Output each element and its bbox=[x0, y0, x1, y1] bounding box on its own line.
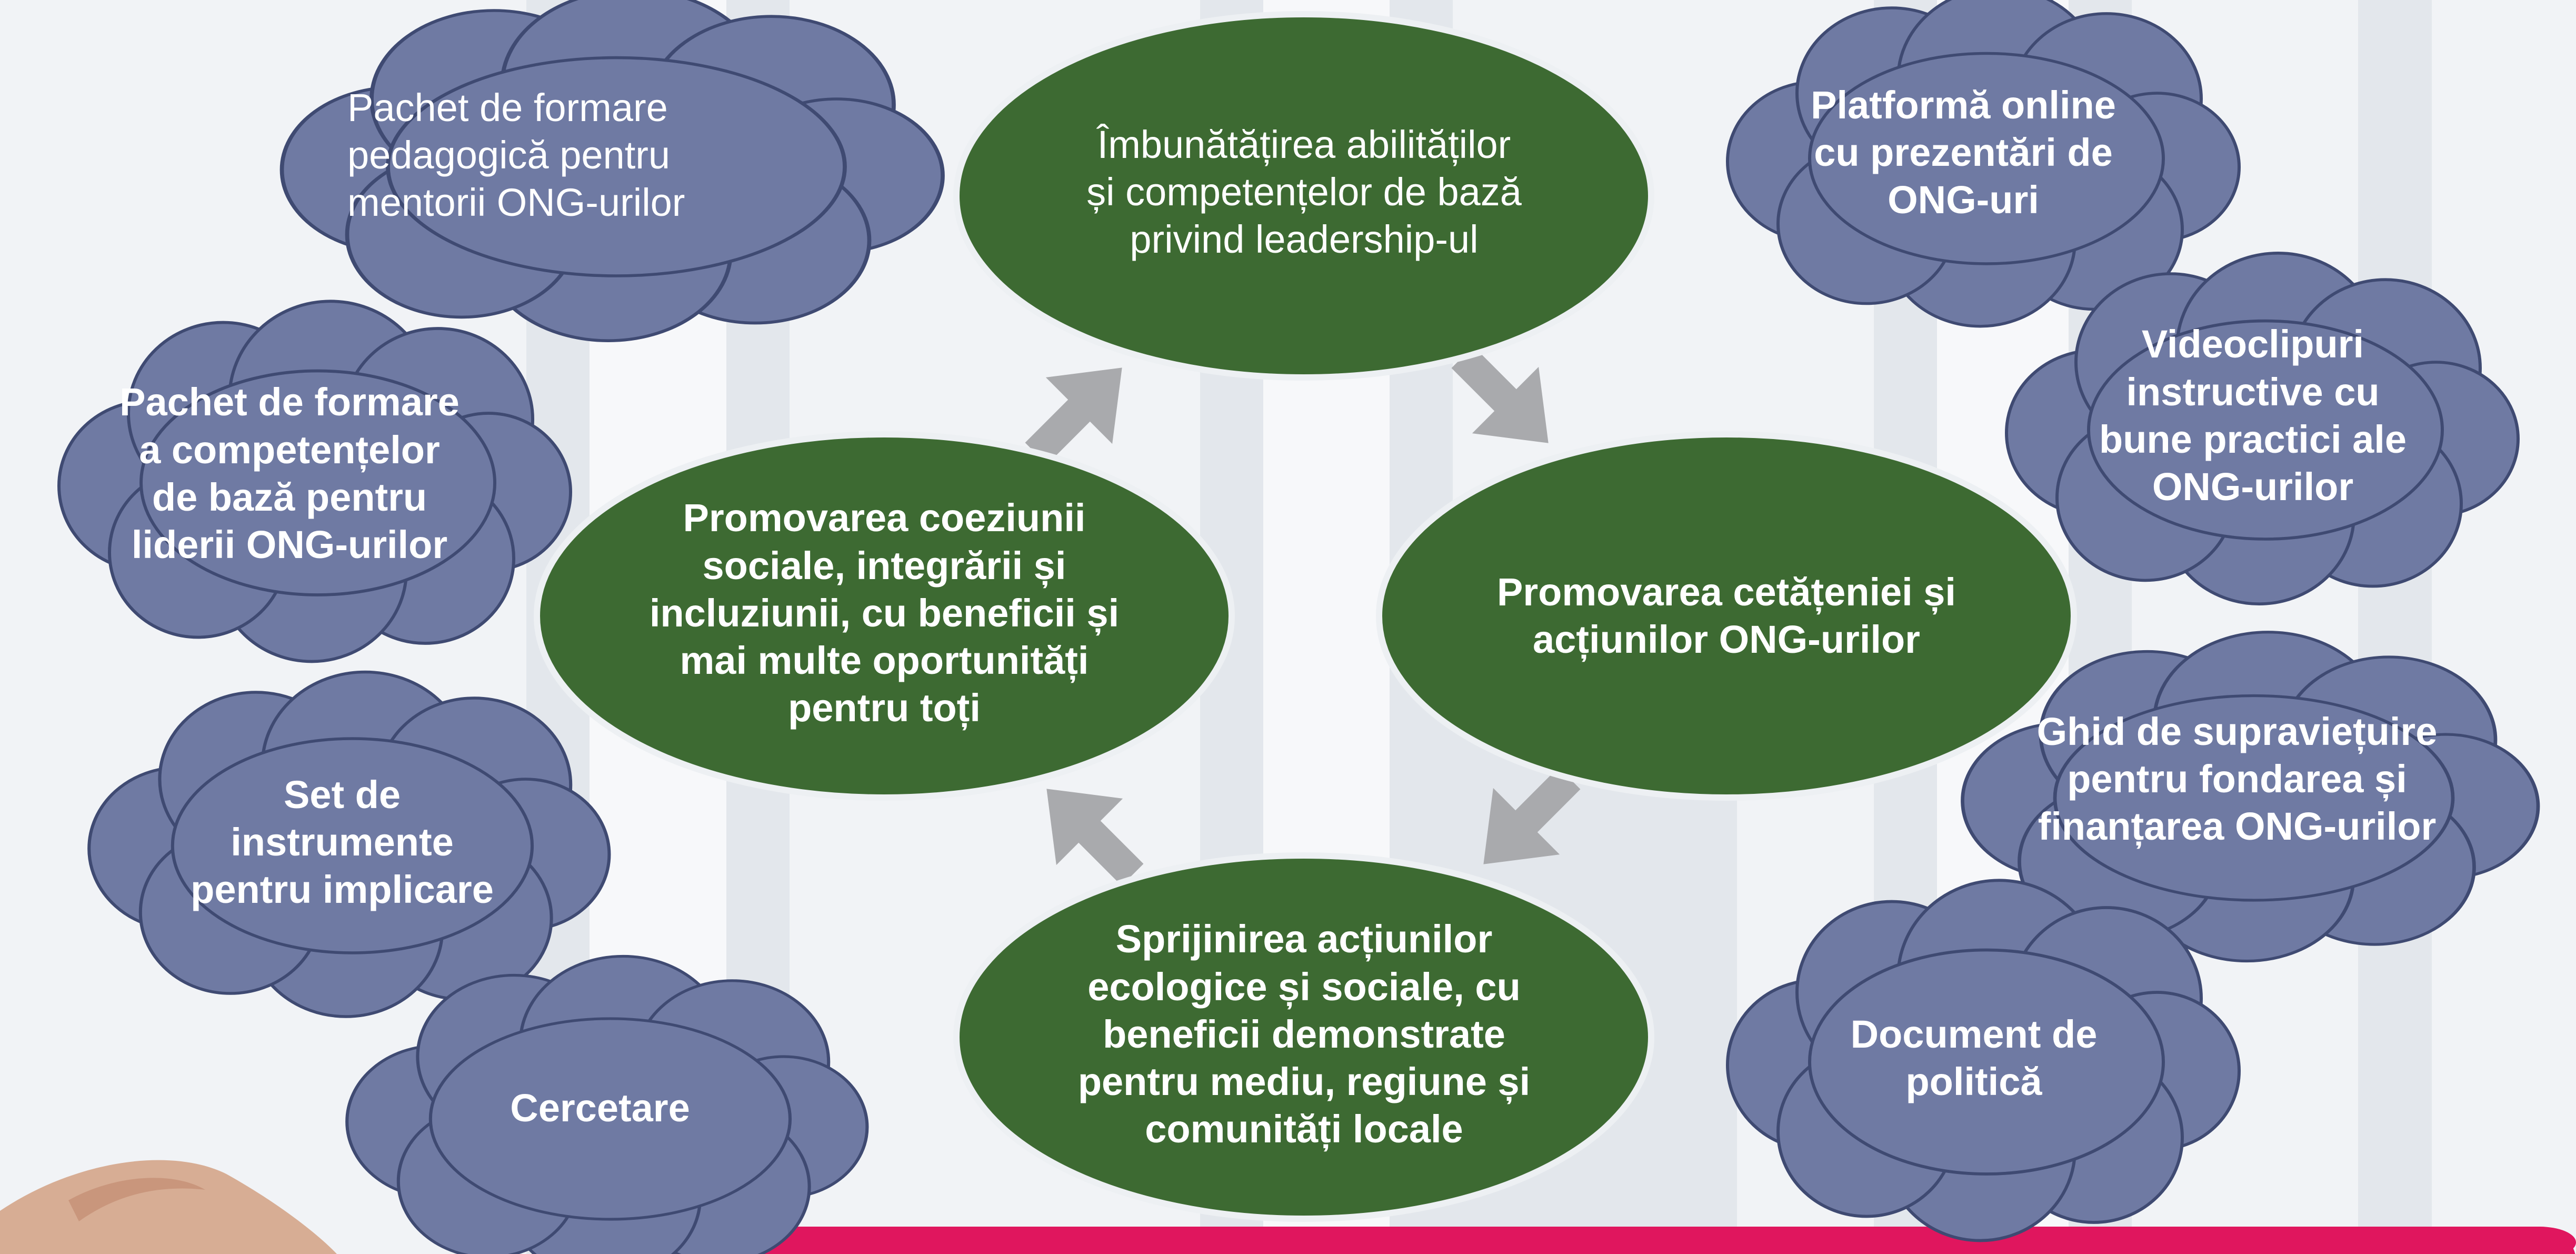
goal-ellipses bbox=[534, 11, 2077, 1222]
output-videos-label: Videoclipuri instructive cu bune practic… bbox=[2099, 322, 2407, 509]
hand-decoration bbox=[0, 1160, 337, 1254]
output-leader-training-label: Pachet de formare a competențelor de baz… bbox=[119, 380, 460, 567]
goal-right-label: Promovarea cetățeniei și acțiunilor ONG-… bbox=[1497, 570, 1956, 661]
output-mentor-training-label: Pachet de formare pedagogică pentru ment… bbox=[347, 85, 685, 225]
goal-ellipse-top bbox=[953, 11, 1654, 381]
goal-ellipse-bottom bbox=[953, 852, 1654, 1222]
hand-decoration-shadow bbox=[68, 1178, 205, 1221]
output-toolkit-label: Set de instrumente pentru implicare bbox=[191, 772, 494, 912]
output-online-platform-label: Platformă online cu prezentări de ONG-ur… bbox=[1811, 83, 2116, 222]
goal-bottom-label: Sprijinirea acțiunilor ecologice și soci… bbox=[1077, 917, 1531, 1151]
goal-ellipse-left bbox=[534, 431, 1235, 801]
output-policy-document-label: Document de politică bbox=[1850, 1012, 2098, 1103]
goal-top-label: Îmbunătățirea abilităților și competențe… bbox=[1086, 122, 1522, 262]
goal-ellipse-right bbox=[1376, 431, 2077, 801]
output-research-label: Cercetare bbox=[510, 1086, 690, 1130]
output-survival-guide-label: Ghid de supraviețuire pentru fondarea și… bbox=[2036, 709, 2438, 849]
bottom-banner-body bbox=[734, 1227, 2576, 1254]
goal-left-label: Promovarea coeziunii sociale, integrării… bbox=[649, 496, 1120, 730]
